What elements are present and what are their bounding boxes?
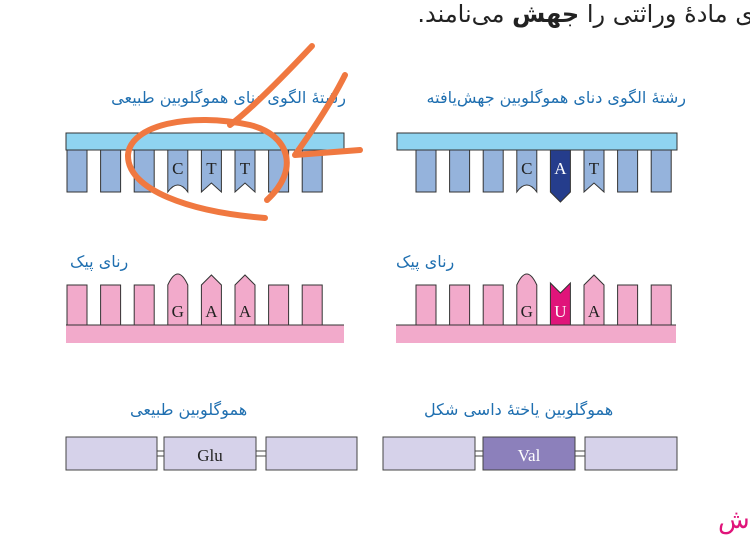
rna-base — [133, 284, 155, 326]
dna-base-letter: A — [554, 159, 567, 178]
rna-base-A — [234, 274, 256, 326]
sickle-hemoglobin-chain: Val — [382, 436, 678, 471]
rna-base — [650, 284, 672, 326]
partial-heading: ش — [718, 505, 750, 535]
mutant-mrna-label: رنای پیک — [396, 252, 455, 271]
sentence-text: ی مادهٔ وراثتی را — [579, 0, 750, 28]
rna-base — [415, 284, 437, 326]
rna-base — [66, 284, 88, 326]
dna-base-T — [200, 149, 222, 194]
mutant-dna-label: رشتهٔ الگوی دنای هموگلوبین جهش‌یافته — [426, 88, 686, 107]
dna-base — [100, 149, 122, 193]
dna-base-letter: T — [589, 159, 600, 178]
normal-dna-label: رشتهٔ الگوی دنای هموگلوبین طبیعی — [111, 88, 346, 107]
dna-base-letter: C — [172, 159, 183, 178]
rna-base — [268, 284, 290, 326]
dna-base — [482, 149, 504, 193]
sentence-text-end: می‌نامند. — [417, 0, 513, 28]
normal-hemoglobin-label: هموگلوبین طبیعی — [130, 400, 248, 419]
rna-base — [301, 284, 323, 326]
orange-annotation — [124, 43, 363, 221]
dna-base — [66, 149, 88, 193]
dna-base-letter: T — [240, 159, 251, 178]
dna-base-T — [234, 149, 256, 194]
rna-base-letter: A — [239, 302, 252, 321]
rna-base-U — [549, 281, 571, 326]
annotation-circle — [124, 117, 290, 221]
rna-base — [617, 284, 639, 326]
sickle-hemoglobin-label: هموگلوبین یاختهٔ داسی شکل — [424, 400, 614, 419]
rna-base-letter: G — [521, 302, 533, 321]
rna-base-A — [583, 274, 605, 326]
annotation-arrow — [227, 43, 363, 158]
dna-base-C — [516, 149, 538, 194]
rna-base-letter: G — [172, 302, 184, 321]
dna-base-letter: C — [521, 159, 532, 178]
dna-base — [449, 149, 471, 193]
rna-base — [449, 284, 471, 326]
dna-base-A — [549, 149, 571, 203]
amino-acid-glu: Glu — [197, 446, 223, 465]
rna-base — [100, 284, 122, 326]
rna-base-letter: A — [205, 302, 218, 321]
dna-base-letter: T — [206, 159, 217, 178]
dna-base — [415, 149, 437, 193]
dna-base — [617, 149, 639, 193]
amino-acid-val: Val — [518, 446, 541, 465]
dna-base-T — [583, 149, 605, 194]
normal-mrna-label: رنای پیک — [70, 252, 129, 271]
rna-base-A — [200, 274, 222, 326]
intro-sentence: ی مادهٔ وراثتی را جهش می‌نامند. — [417, 0, 750, 28]
rna-base-letter: A — [588, 302, 601, 321]
normal-hemoglobin-chain: Glu — [65, 436, 358, 471]
rna-base — [482, 284, 504, 326]
rna-base-G — [167, 273, 189, 326]
rna-base-letter: U — [554, 302, 566, 321]
dna-base — [301, 149, 323, 193]
rna-base-G — [516, 273, 538, 326]
dna-base — [650, 149, 672, 193]
sentence-bold-term: جهش — [512, 0, 580, 28]
dna-base-C — [167, 149, 189, 194]
